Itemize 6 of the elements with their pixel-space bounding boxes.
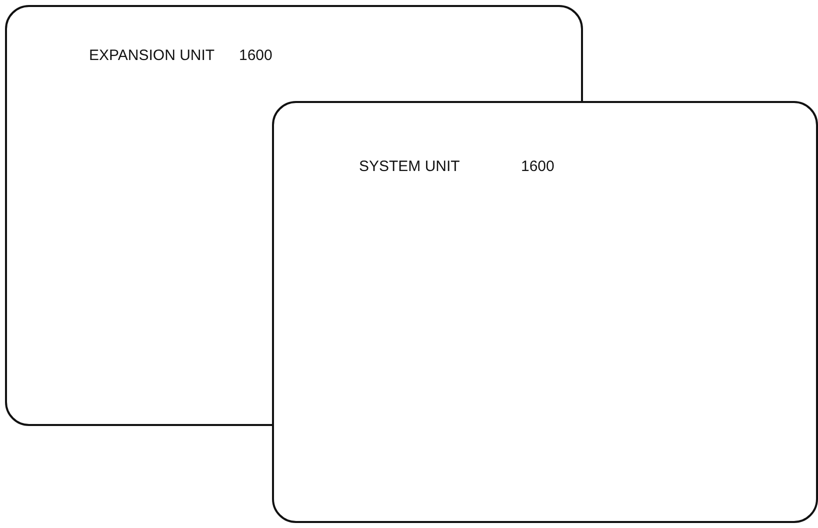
unit-box [5, 5, 583, 426]
unit-name: SYSTEM UNIT [359, 158, 460, 176]
unit-number: 1600 [239, 47, 272, 65]
unit-name: EXPANSION UNIT [89, 47, 215, 65]
unit-box [272, 101, 818, 523]
unit-number: 1600 [521, 158, 554, 176]
